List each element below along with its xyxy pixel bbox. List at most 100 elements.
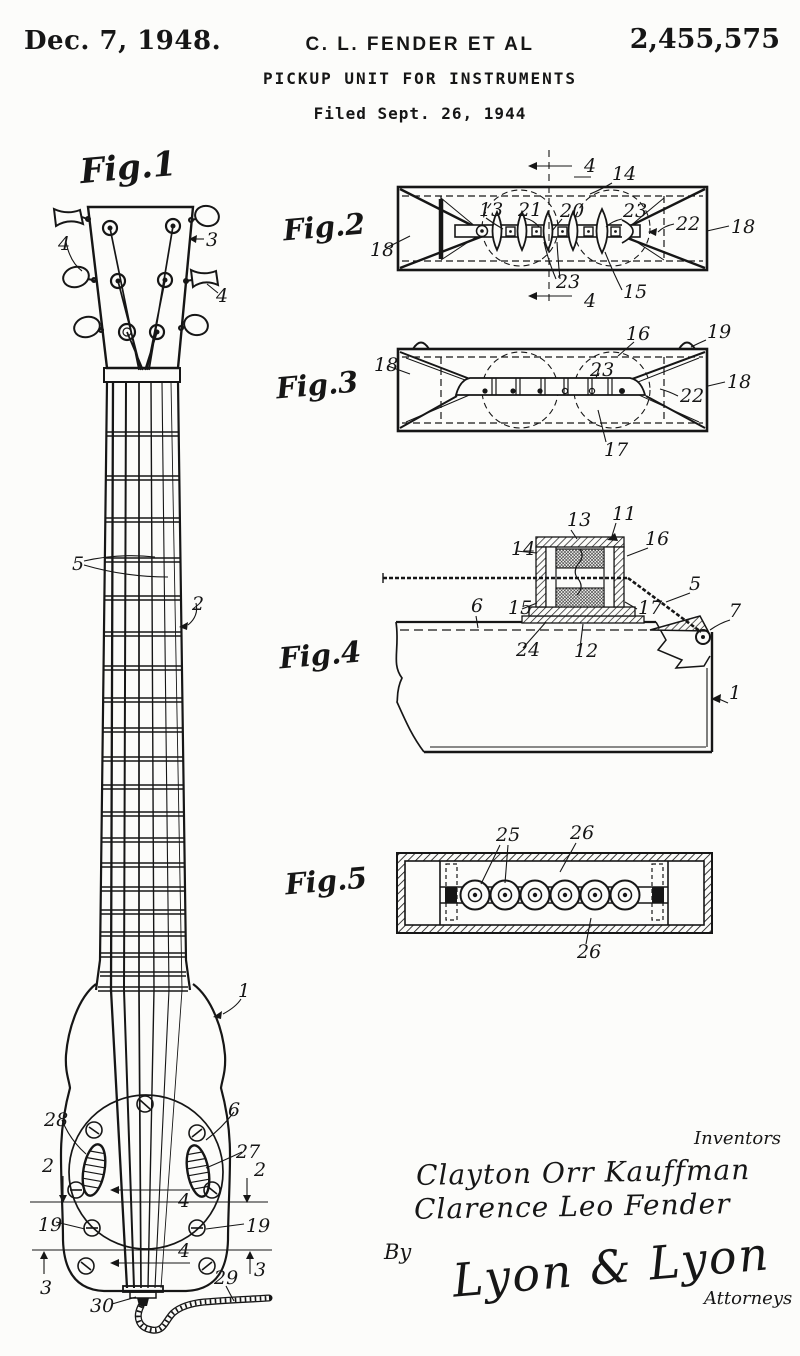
part-label: 17: [638, 597, 663, 619]
mounting-lugs: [412, 341, 696, 350]
part-label: 2: [191, 593, 204, 615]
part-label: 29: [213, 1267, 238, 1289]
part-label: 26: [569, 822, 594, 844]
part-label: 16: [626, 323, 650, 345]
fig3-coil-bar: [454, 377, 647, 396]
coil-upper: [555, 548, 605, 569]
coil-lower: [555, 587, 605, 608]
part-label: 2: [41, 1155, 54, 1177]
by-label: By: [384, 1240, 412, 1264]
pickup-unit-section: [382, 536, 702, 634]
part-label: 30: [90, 1295, 114, 1317]
part-label: 24: [515, 639, 540, 661]
part-label: 5: [689, 573, 701, 595]
part-label: 20: [559, 200, 584, 222]
part-label: 1: [729, 682, 741, 704]
part-label: 3: [40, 1277, 52, 1299]
plate-screws: [67, 1095, 221, 1275]
part-label: 21: [517, 199, 542, 221]
fig2-pickup-top-view: 4 14 13 21 20 23 22 18 18 23 15 4: [370, 150, 755, 310]
inventors-heading: Inventors: [694, 1128, 782, 1149]
part-label: 14: [511, 538, 535, 560]
inventor-signature-fender: Clarence Leo Fender: [413, 1187, 731, 1226]
part-label: 19: [707, 321, 731, 343]
fig2-leader-lines: [385, 182, 730, 291]
inventor-line: C. L. FENDER ET AL: [305, 34, 535, 55]
part-label: 4: [177, 1190, 190, 1212]
fig4-part-labels: 13 11 16 14 5 6 15 17 7 24 12 1: [471, 503, 742, 704]
part-label: 22: [679, 385, 704, 407]
part-label: 13: [479, 199, 503, 221]
fig1-guitar-drawing: 4 3 4 5 2 1 28 6 27 2 2 4 19 19 4 3 3 29…: [30, 204, 273, 1334]
part-label: 26: [576, 941, 601, 963]
part-label: 4: [583, 290, 596, 310]
part-label: 4: [57, 233, 70, 255]
patent-title: PICKUP UNIT FOR INSTRUMENTS: [262, 69, 578, 88]
part-label: 3: [254, 1259, 266, 1281]
part-label: 2: [253, 1159, 266, 1181]
attorneys-label: Attorneys: [704, 1288, 793, 1309]
part-label: 15: [623, 281, 647, 303]
fig5-pickup-bottom-view: 25 26 26: [396, 822, 713, 963]
fig5-part-labels: 25 26 26: [495, 822, 601, 963]
fig3-part-labels: 16 19 18 23 18 22 17: [374, 321, 751, 460]
part-label: 18: [731, 216, 755, 238]
tailpiece-and-cable: [122, 1285, 273, 1334]
bar-clips: [505, 226, 621, 237]
break-line: [395, 621, 425, 753]
part-label: 4: [177, 1240, 190, 1262]
pickup-cover-plate: [68, 1094, 224, 1250]
patent-number: 2,455,575: [629, 24, 780, 55]
part-label: 11: [612, 503, 636, 525]
part-label: 13: [567, 509, 591, 531]
part-label: 23: [589, 359, 614, 381]
tuning-keys: [52, 204, 220, 339]
patent-date: Dec. 7, 1948.: [24, 26, 222, 56]
part-label: 6: [471, 595, 483, 617]
part-label: 18: [370, 239, 394, 261]
fig2-section-marks: [528, 150, 591, 302]
core-lead-wire: [574, 548, 583, 596]
neck-fretboard: [94, 381, 192, 992]
fig5-rollers: [459, 879, 641, 911]
part-label: 18: [727, 371, 751, 393]
guitar-body: [59, 983, 232, 1293]
instrument-body-section: [395, 615, 714, 754]
bridge-screw: [695, 629, 711, 645]
part-label: 19: [246, 1215, 270, 1237]
part-label: 5: [72, 553, 84, 575]
part-label: 25: [495, 824, 520, 846]
fig2-part-labels: 4 14 13 21 20 23 22 18 18 23 15 4: [370, 155, 755, 310]
fig1-part-labels: 4 3 4 5 2 1 28 6 27 2 2 4 19 19 4 3 3 29…: [38, 229, 270, 1317]
part-label: 17: [604, 439, 629, 460]
part-label: 19: [38, 1214, 62, 1236]
control-knobs: [81, 1143, 211, 1198]
fig5-leader-lines: [480, 842, 592, 945]
fig1-leader-lines: [55, 235, 245, 1305]
section-lines: [30, 1176, 272, 1274]
fig4-cross-section: 13 11 16 14 5 6 15 17 7 24 12 1: [382, 503, 742, 754]
inventor-signature-kauffman: Clayton Orr Kauffman: [415, 1153, 751, 1192]
fig3-leader-lines: [387, 339, 726, 443]
part-label: 16: [645, 528, 669, 550]
part-label: 22: [675, 213, 700, 235]
part-label: 7: [729, 600, 742, 622]
part-label: 6: [228, 1099, 240, 1121]
part-label: 4: [215, 285, 228, 307]
part-label: 27: [235, 1141, 261, 1163]
part-label: 12: [574, 640, 598, 662]
fig3-housing: [396, 341, 709, 433]
pole-lenses: [491, 206, 609, 256]
fig3-pickup-view: 16 19 18 23 18 22 17: [374, 321, 751, 460]
part-label: 14: [612, 163, 636, 185]
part-label: 1: [238, 980, 250, 1002]
part-label: 4: [583, 155, 596, 177]
headstock: [86, 205, 195, 383]
part-label: 18: [374, 354, 398, 376]
part-label: 28: [43, 1109, 68, 1131]
part-label: 15: [508, 597, 532, 619]
torn-edge: [655, 621, 711, 669]
part-label: 3: [206, 229, 218, 251]
part-label: 23: [622, 200, 647, 222]
